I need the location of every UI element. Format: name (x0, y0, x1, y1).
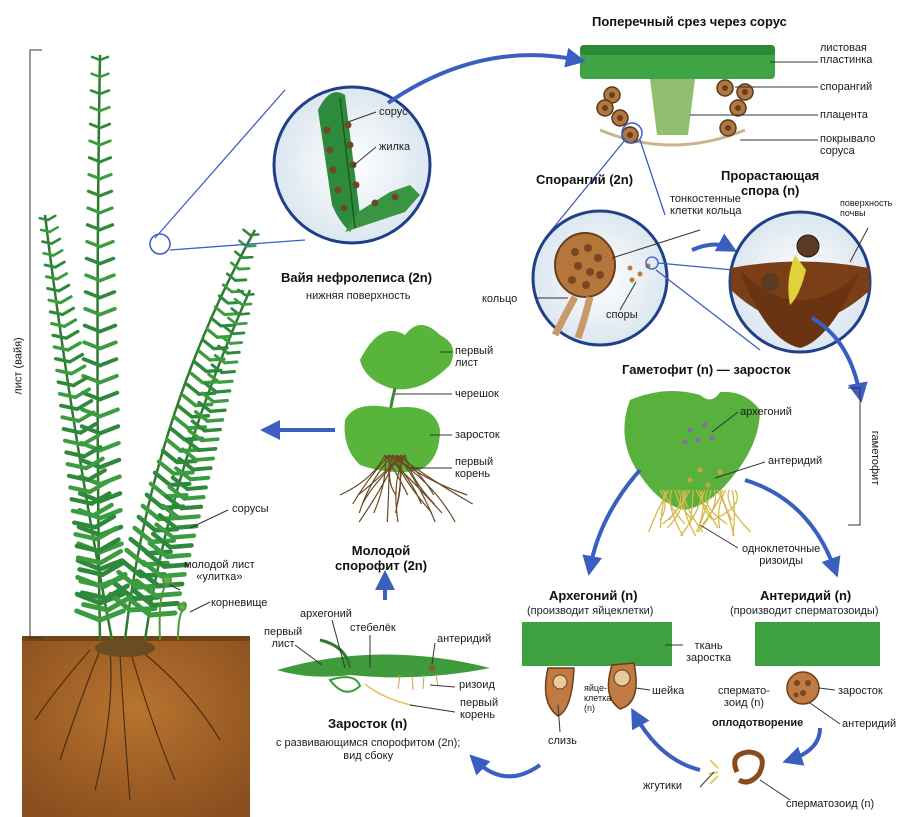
label-pt-first-leaf: первый лист (264, 626, 303, 650)
label-flagella: жгутики (643, 780, 683, 792)
label-vein: жилка (379, 141, 411, 153)
label-fertilization: оплодотворение (712, 717, 804, 729)
gametophyte-title: Гаметофит (n) — заросток (622, 362, 791, 377)
prothallus-title: Заросток (n) (328, 716, 408, 731)
label-first-leaf: первый лист (455, 345, 494, 369)
label-placenta: плацента (820, 109, 868, 121)
fern-plant (22, 49, 260, 817)
label-rhizome: корневище (211, 597, 268, 609)
label-sperm-bottom: сперматозоид (n) (786, 798, 875, 810)
label-indusium: покрывало соруса (820, 133, 876, 157)
label-pt-antheridium: антеридий (437, 633, 492, 645)
label-antheridium-r: антеридий (842, 718, 897, 730)
label-ring: кольцо (482, 293, 518, 305)
fern-roots (34, 649, 221, 801)
label-prothallus: заросток (455, 429, 500, 441)
label-pt-rhizoid: ризоид (459, 679, 495, 691)
label-antheridium-g: антеридий (768, 455, 823, 467)
prothallus-subtitle: с развивающимся спорофитом (2n); вид сбо… (276, 737, 461, 762)
label-sori: сорусы (232, 503, 269, 515)
vaia-magnifier (149, 85, 432, 255)
archegonium-panel (522, 622, 683, 733)
label-thin-walled: тонкостенные клетки кольца (670, 193, 742, 217)
fern-leader-lines (169, 509, 229, 613)
label-sporangium: спорангий (820, 81, 873, 93)
fern-pinnae (38, 55, 260, 623)
sporangia-cluster (596, 79, 754, 144)
label-soil-surface: поверхность почвы (840, 198, 893, 218)
antheridium-panel (631, 622, 880, 801)
label-gametophyte-side: гаметофит (869, 430, 882, 486)
label-pt-stem: стебелёк (350, 622, 396, 634)
young-sporophyte (260, 325, 473, 523)
label-petiole: черешок (455, 388, 499, 400)
label-mucus: слизь (548, 735, 577, 747)
label-pt-archegonium: архегоний (300, 608, 352, 620)
label-spores: споры (606, 309, 638, 321)
soil-block (22, 638, 250, 817)
label-rhizoids: одноклеточные ризоиды (742, 543, 821, 567)
label-leaf-frond: лист (вайя) (12, 337, 25, 395)
spore-magnifier (728, 210, 872, 403)
label-neck: шейка (652, 685, 685, 697)
label-pt-first-root: первый корень (460, 697, 499, 721)
young-sporophyte-title: Молодой спорофит (2n) (335, 543, 428, 573)
label-archegonium-g: архегоний (740, 406, 792, 418)
gametophyte-prothallus (582, 387, 861, 578)
label-sorus: сорус (379, 106, 408, 118)
label-young-leaf: молодой лист «улитка» (184, 559, 255, 583)
archegonium-subtitle: (производит яйцеклетки) (527, 605, 654, 617)
rhizome-shape (95, 639, 155, 657)
label-leaf-blade: листовая пластинка (820, 42, 873, 66)
label-prothallus-r: заросток (838, 685, 883, 697)
young-fiddleheads (158, 574, 187, 641)
young-roots (339, 454, 473, 523)
vaia-title: Вайя нефролеписа (2n) (281, 270, 433, 285)
spore-title: Прорастающая спора (n) (721, 168, 820, 198)
label-first-root: первый корень (455, 456, 494, 480)
archegonium-title: Архегоний (n) (549, 588, 638, 603)
cross-section-title: Поперечный срез через сорус (592, 14, 787, 29)
label-egg: яйце- клетка (n) (584, 683, 612, 713)
vaia-subtitle: нижняя поверхность (306, 290, 411, 302)
prothallus-side-view (277, 570, 542, 779)
sporangium-magnifier (531, 122, 761, 351)
sporangium-title: Спорангий (2n) (536, 172, 634, 187)
antheridium-title: Антеридий (n) (760, 588, 852, 603)
rhizoids (648, 489, 752, 537)
label-sperm-n: сперматo- зоид (n) (718, 685, 770, 709)
sorus-cross-section (386, 45, 818, 147)
antheridium-subtitle: (производит сперматозоиды) (730, 605, 879, 617)
label-tissue: ткань заростка (686, 640, 732, 664)
